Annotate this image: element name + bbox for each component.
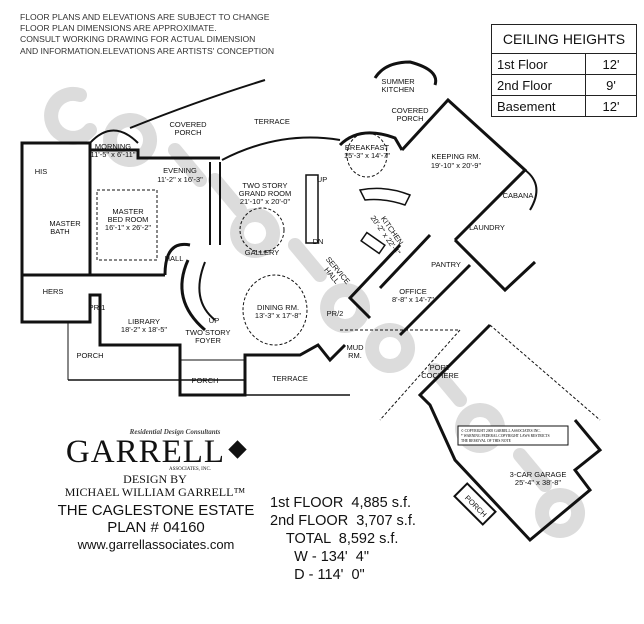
room-grand-room: TWO STORY	[242, 181, 287, 190]
room-foyer: TWO STORY	[185, 328, 230, 337]
room-mud: RM.	[348, 351, 362, 360]
room-port-cochere: PORT	[430, 363, 451, 372]
room-port-cochere: COCHERE	[421, 371, 459, 380]
note-line: AND INFORMATION.ELEVATIONS ARE ARTISTS' …	[20, 45, 275, 56]
room-dining: DINING RM.	[257, 303, 299, 312]
room-pr1: PR/1	[89, 303, 106, 312]
website-link[interactable]: www.garrellassociates.com	[77, 537, 235, 552]
room-dimension: 13'-3" x 17'-8"	[255, 311, 301, 320]
room-dimension: 25'-4" x 38'-8"	[515, 478, 561, 487]
room-keeping: KEEPING RM.	[431, 152, 480, 161]
room-laundry: LAUNDRY	[469, 223, 505, 232]
room-dimension: 11'-2" x 16'-3"	[157, 175, 203, 184]
design-by: DESIGN BY	[123, 472, 187, 486]
copyright-note: © COPYRIGHT 2005 GARRELL ASSOCIATES INC.…	[457, 425, 569, 446]
note-line: FLOOR PLANS AND ELEVATIONS ARE SUBJECT T…	[20, 12, 270, 22]
room-garage: 3-CAR GARAGE	[510, 470, 567, 479]
stat-2nd-floor: 2nd FLOOR 3,707 s.f.	[270, 513, 416, 529]
stat-1st-floor: 1st FLOOR 4,885 s.f.	[270, 495, 412, 511]
room-master-bath: BATH	[50, 227, 69, 236]
plan-title-block: THE CAGLESTONE ESTATE PLAN # 04160 www.g…	[56, 502, 256, 553]
room-pantry: PANTRY	[431, 260, 461, 269]
copyright-line: © COPYRIGHT 2005 GARRELL ASSOCIATES INC.	[461, 428, 541, 433]
stair-down-label: DN	[313, 237, 324, 246]
floor-label: Basement	[491, 95, 586, 117]
room-covered-porch: COVERED	[391, 106, 429, 115]
room-terrace: TERRACE	[272, 374, 308, 383]
room-pr2: PR/2	[327, 309, 344, 318]
plan-number: PLAN # 04160	[107, 519, 205, 536]
room-covered-porch: COVERED	[169, 120, 207, 129]
room-master-bed: BED ROOM	[108, 215, 149, 224]
room-library: LIBRARY	[128, 317, 160, 326]
room-office: OFFICE	[399, 287, 427, 296]
room-gallery: GALLERY	[245, 248, 279, 257]
room-summer-kitchen: KITCHEN	[382, 85, 415, 94]
room-morning: MORNING	[95, 142, 131, 151]
room-foyer: FOYER	[195, 336, 221, 345]
walls	[20, 60, 603, 543]
room-grand-room: GRAND ROOM	[239, 189, 292, 198]
room-master-bath: MASTER	[49, 219, 81, 228]
room-dimension: 18'-2" x 18'-5"	[121, 325, 167, 334]
room-dimension: 15'-3" x 14'-7"	[344, 151, 390, 160]
diamond-icon	[228, 440, 247, 459]
garrell-logo: Residential Design Consultants GARRELL A…	[60, 428, 250, 499]
room-porch: PORCH	[76, 351, 103, 360]
square-footage-stats: 1st FLOOR 4,885 s.f. 2nd FLOOR 3,707 s.f…	[270, 494, 416, 584]
disclaimer-notes: FLOOR PLANS AND ELEVATIONS ARE SUBJECT T…	[20, 12, 274, 57]
ceiling-height: 12'	[585, 95, 637, 117]
room-covered-porch: PORCH	[174, 128, 201, 137]
copyright-line: THE REMOVAL OF THIS NOTE	[461, 439, 512, 443]
room-porch: PORCH	[463, 493, 489, 519]
designer-name: MICHAEL WILLIAM GARRELL™	[64, 485, 246, 499]
stat-depth: D - 114' 0"	[270, 567, 365, 583]
stair-up-label: UP	[209, 316, 219, 325]
stat-width: W - 134' 4"	[270, 549, 369, 565]
room-master-bed: MASTER	[112, 207, 144, 216]
room-cabana: CABANA	[503, 191, 534, 200]
logo-name: GARRELL	[65, 434, 226, 470]
room-dimension: 8'-8" x 14'-7"	[392, 295, 434, 304]
room-dimension: 11'-5" x 6'-11"	[90, 150, 135, 159]
logo-tagline: Residential Design Consultants	[129, 428, 221, 436]
note-line: FLOOR PLAN DIMENSIONS ARE APPROXIMATE.	[20, 23, 217, 34]
room-covered-porch: PORCH	[396, 114, 423, 123]
room-evening: EVENING	[163, 166, 197, 175]
stair-up-label: UP	[317, 175, 327, 184]
room-dimension: 21'-10" x 20'-0"	[240, 197, 291, 206]
copyright-line: * WARNING FEDERAL COPYRIGHT LAWS RESTRIC…	[461, 434, 550, 438]
room-porch: PORCH	[191, 376, 218, 385]
floor-label: 1st Floor	[491, 53, 586, 75]
room-dimension: 19'-10" x 20'-9"	[431, 161, 482, 170]
note-line: CONSULT WORKING DRAWING FOR ACTUAL DIMEN…	[20, 34, 256, 45]
room-mud: MUD	[346, 343, 364, 352]
room-hers: HERS	[43, 287, 64, 296]
room-dimension: 16'-1" x 26'-2"	[105, 223, 151, 232]
room-his: HIS	[35, 167, 48, 176]
plan-name: THE CAGLESTONE ESTATE	[57, 502, 255, 519]
room-terrace: TERRACE	[254, 117, 290, 126]
room-breakfast: BREAKFAST	[345, 143, 390, 152]
stat-total: TOTAL 8,592 s.f.	[270, 531, 399, 547]
room-summer-kitchen: SUMMER	[381, 77, 415, 86]
room-hall: HALL	[165, 254, 184, 263]
logo-suffix: ASSOCIATES, INC.	[168, 467, 212, 472]
